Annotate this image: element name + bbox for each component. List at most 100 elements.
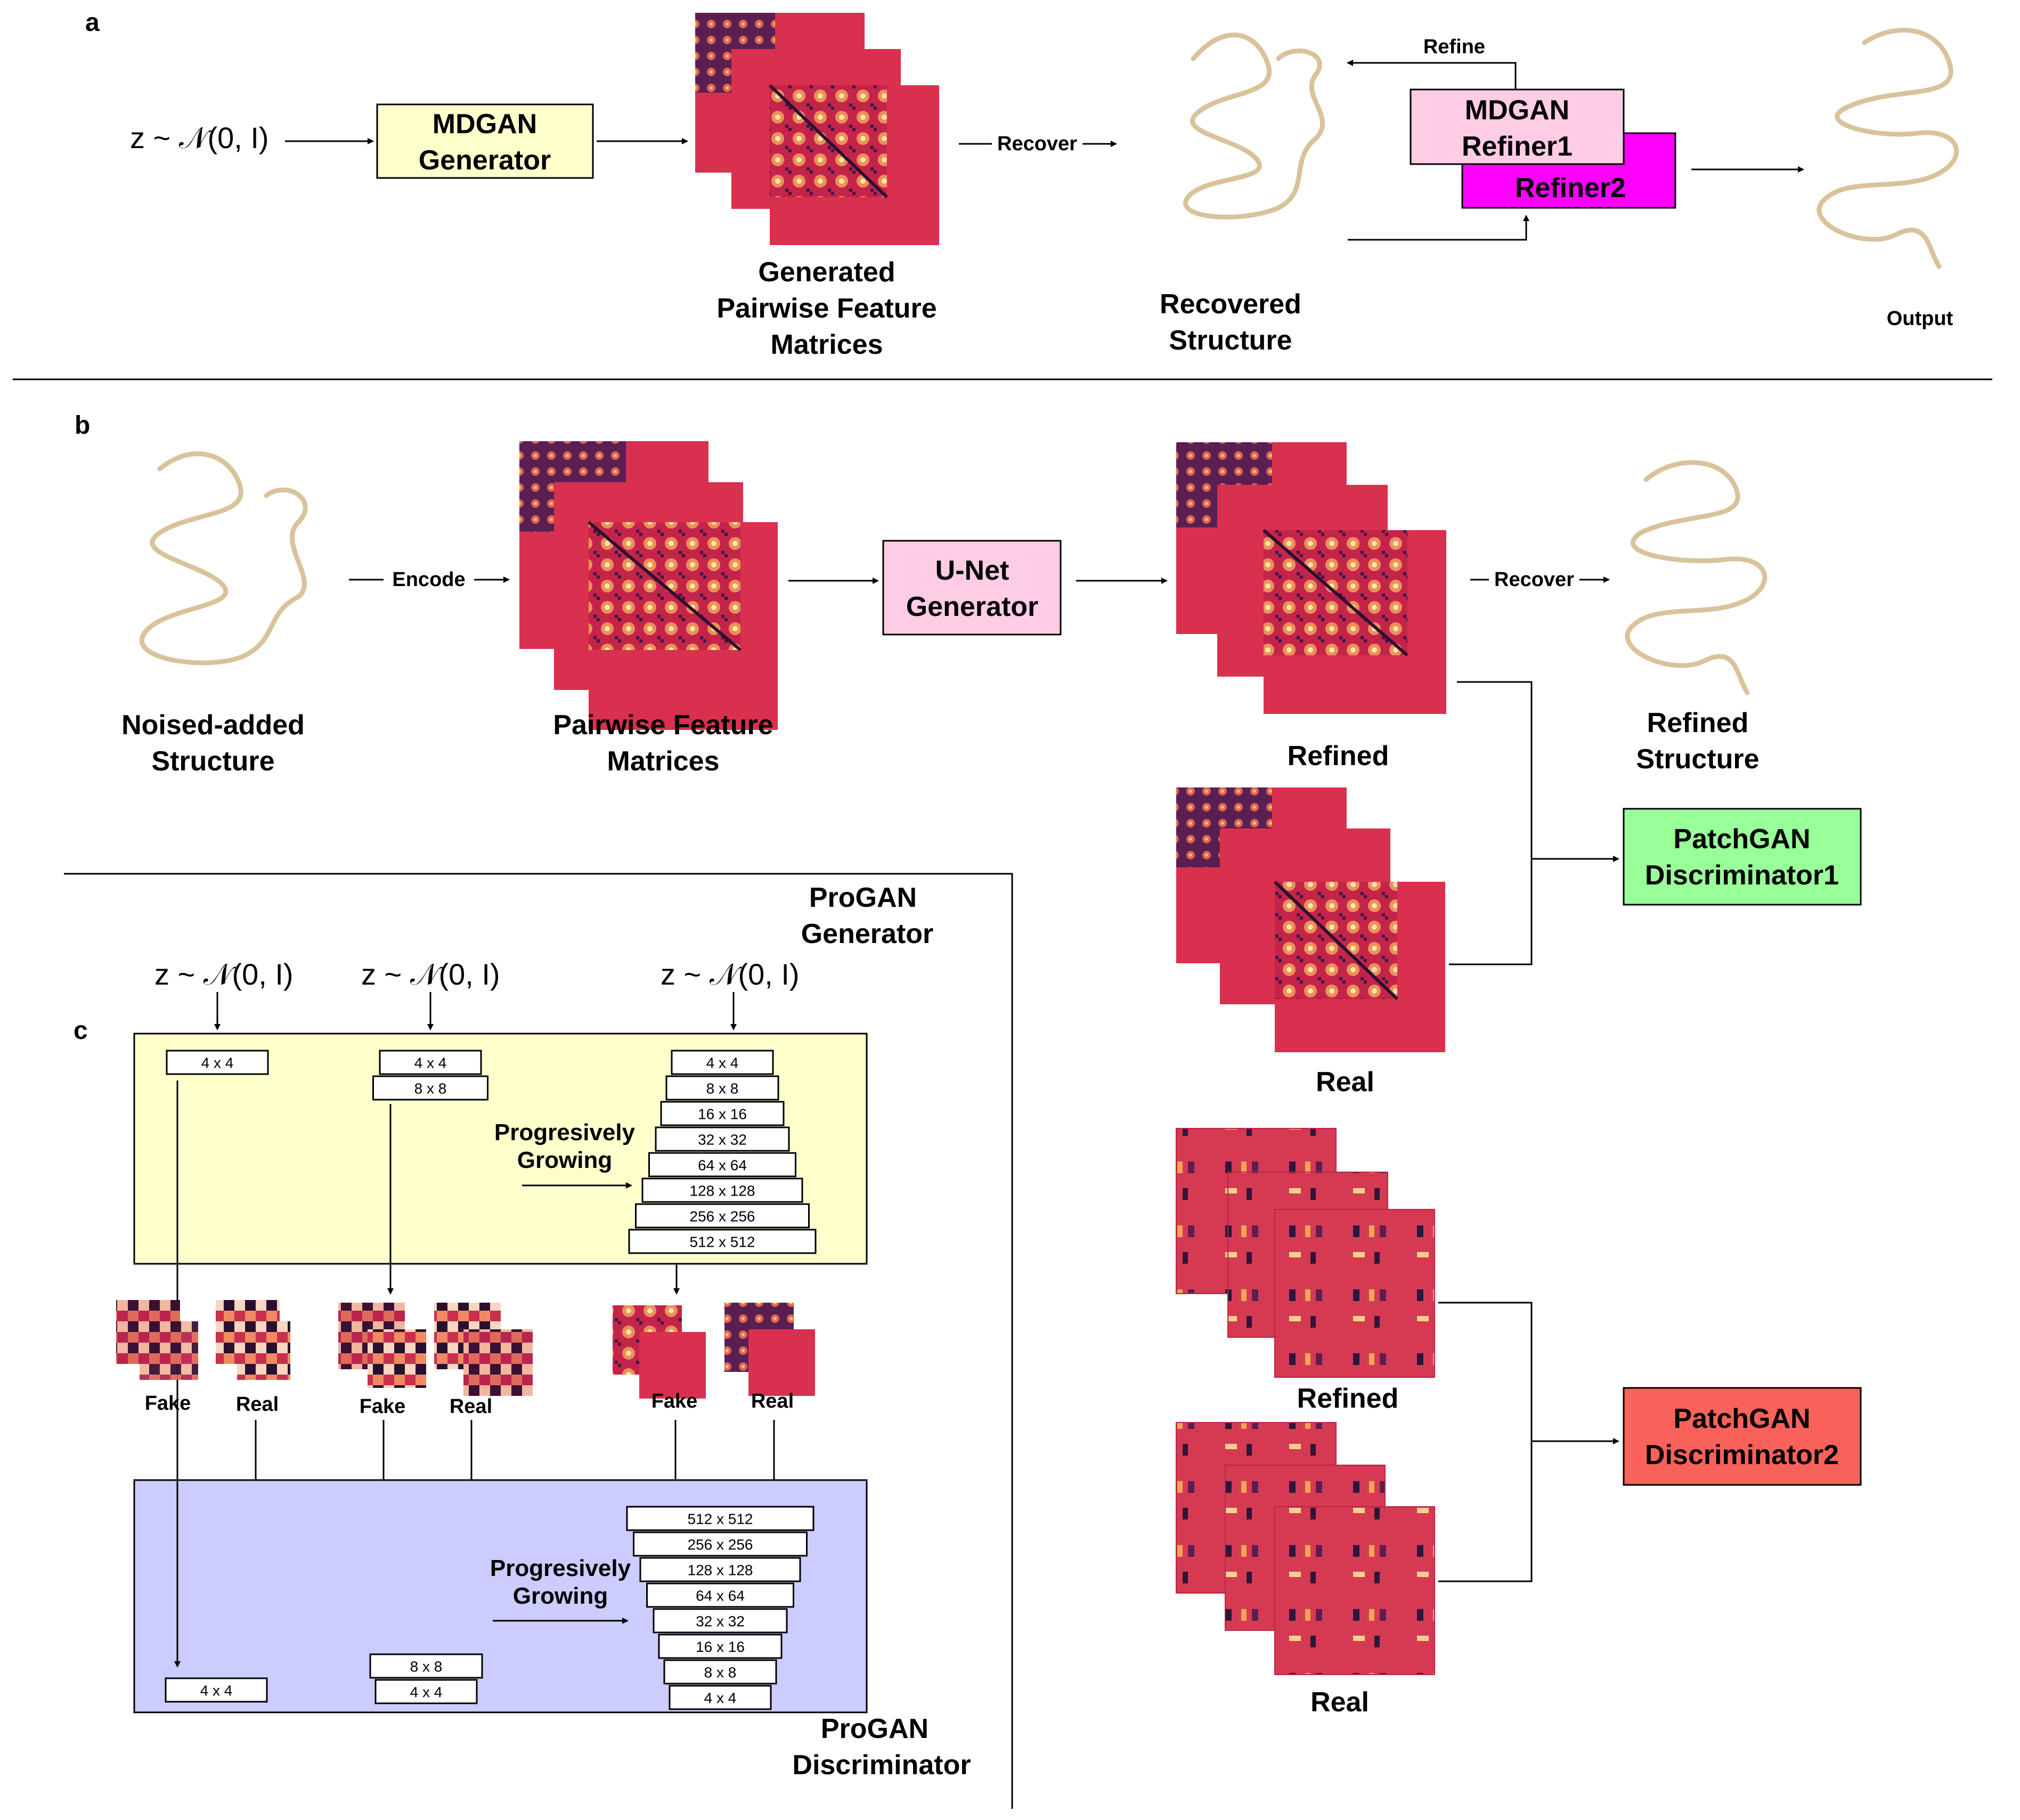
layer-box xyxy=(646,1582,794,1608)
layer-box xyxy=(165,1677,268,1703)
generated-caption-3: Matrices xyxy=(771,329,883,360)
layer-box xyxy=(658,1634,783,1659)
patchgan2-line2: Discriminator2 xyxy=(1645,1440,1839,1470)
layer-box xyxy=(369,1653,483,1679)
encode-label: Encode xyxy=(392,568,465,591)
refined-structure-caption-2: Structure xyxy=(1636,744,1759,775)
layer-size-label: 8 x 8 xyxy=(706,1080,739,1097)
layer-box xyxy=(660,1101,785,1126)
layer-size-label: 16 x 16 xyxy=(698,1106,747,1123)
mdgan-generator-line1: MDGAN xyxy=(433,109,537,140)
connector-to-patchgan1 xyxy=(1449,681,1533,965)
patch-refined-front xyxy=(1274,1209,1435,1378)
layer-box xyxy=(166,1050,269,1075)
unet-generator-box xyxy=(882,540,1062,636)
output-structure-ribbon xyxy=(1817,28,1959,269)
patch-refined-stack xyxy=(1176,1128,1435,1378)
layer-box xyxy=(372,1075,488,1101)
layer-size-label: 128 x 128 xyxy=(690,1183,755,1199)
real-1-label: Real xyxy=(236,1393,279,1416)
layer-size-label: 4 x 4 xyxy=(414,1055,447,1071)
layer-box xyxy=(635,1203,810,1229)
layer-size-label: 8 x 8 xyxy=(704,1664,737,1681)
recovered-caption-2: Structure xyxy=(1169,325,1292,356)
layer-box xyxy=(648,1152,796,1177)
layer-size-label: 32 x 32 xyxy=(696,1613,745,1630)
thumb-real-3-b xyxy=(748,1329,815,1396)
layer-box xyxy=(671,1050,774,1075)
arrow-refine-back xyxy=(1347,60,1517,90)
panel-b-label: b xyxy=(75,411,90,440)
unet-line2: Generator xyxy=(906,591,1039,622)
layer-box xyxy=(655,1126,790,1152)
real-2-label: Real xyxy=(450,1395,492,1418)
layer-box xyxy=(669,1685,772,1710)
gen-col2-stack: 4 x 48 x 8 xyxy=(372,1050,488,1101)
layer-size-label: 4 x 4 xyxy=(201,1055,234,1071)
refined-structure-caption-1: Refined xyxy=(1647,708,1749,738)
layer-size-label: 256 x 256 xyxy=(690,1208,755,1225)
refined-label-1: Refined xyxy=(1288,741,1389,771)
arrow-structure-to-refiner xyxy=(1348,215,1529,241)
refine-label: Refine xyxy=(1423,36,1485,58)
progan-z-1: z ~ 𝒩(0, I) xyxy=(154,957,294,991)
pairwise-caption-2: Matrices xyxy=(607,746,720,777)
real-matrices-stack xyxy=(1176,787,1445,1052)
recover-label-bg-b xyxy=(1489,566,1579,592)
thumb-real-2-b xyxy=(463,1329,533,1396)
disc-progressively-1: Progresively xyxy=(490,1555,631,1581)
layer-size-label: 512 x 512 xyxy=(690,1234,755,1250)
layer-box xyxy=(639,1557,801,1582)
layer-size-label: 128 x 128 xyxy=(688,1562,753,1579)
disc-col1-stack: 4 x 4 xyxy=(165,1677,268,1703)
thumb-real-3 xyxy=(724,1303,815,1396)
recover-label-a: Recover xyxy=(997,133,1077,155)
layer-size-label: 4 x 4 xyxy=(706,1055,739,1071)
gen-progressively-1: Progresively xyxy=(494,1119,636,1145)
progan-z-2: z ~ 𝒩(0, I) xyxy=(361,957,500,991)
thumb-fake-3-b xyxy=(639,1332,706,1399)
refiner1-line2: Refiner1 xyxy=(1462,131,1573,162)
refined-matrices-stack xyxy=(1176,442,1446,714)
refiner2-label: Refiner2 xyxy=(1515,173,1626,204)
patchgan1-line2: Discriminator1 xyxy=(1645,860,1839,891)
recovered-structure-ribbon xyxy=(1183,32,1325,220)
thumb-fake-1 xyxy=(116,1300,198,1380)
layer-size-label: 32 x 32 xyxy=(698,1132,747,1148)
noised-caption-2: Structure xyxy=(151,746,274,777)
real-matrix-diagonal xyxy=(1273,880,1399,1001)
progan-disc-title-1: ProGAN xyxy=(821,1713,928,1744)
disc-col2-stack: 8 x 8 4 x 4 xyxy=(369,1653,483,1704)
real-3-label: Real xyxy=(751,1390,794,1412)
noised-caption-1: Noised-added xyxy=(121,710,305,741)
layer-size-label: 4 x 4 xyxy=(410,1684,443,1701)
pairwise-caption-1: Pairwise Feature xyxy=(553,710,773,741)
connector-to-patchgan2 xyxy=(1438,1302,1533,1582)
panel-c-frame xyxy=(64,873,1013,1809)
refiner1-line1: MDGAN xyxy=(1465,95,1569,126)
layer-box xyxy=(379,1050,482,1075)
layer-box xyxy=(641,1177,803,1203)
generated-caption-1: Generated xyxy=(758,257,895,288)
progan-disc-title-2: Discriminator xyxy=(792,1750,971,1781)
panel-b: b Noised-added Structure Encode Pairwise… xyxy=(75,411,1862,1718)
pairwise-matrices-stack xyxy=(519,441,778,730)
real-label-1: Real xyxy=(1316,1067,1374,1098)
layer-size-label: 8 x 8 xyxy=(410,1659,443,1675)
patchgan1-line1: PatchGAN xyxy=(1673,824,1810,855)
layer-size-label: 64 x 64 xyxy=(696,1588,745,1604)
generated-matrices-stack xyxy=(695,13,939,245)
generated-caption-2: Pairwise Feature xyxy=(716,293,936,324)
real-label-2: Real xyxy=(1310,1687,1369,1718)
refined-structure-ribbon xyxy=(1625,460,1768,695)
encode-label-bg xyxy=(384,566,474,592)
layer-box xyxy=(374,1679,478,1704)
layer-box xyxy=(628,1229,817,1254)
fake-2-label: Fake xyxy=(360,1395,406,1418)
thumb-fake-2 xyxy=(338,1303,426,1388)
output-caption: Output xyxy=(1887,307,1953,330)
panel-a: a z ~ 𝒩(0, I) MDGAN Generator Generated … xyxy=(85,9,1959,360)
layer-box xyxy=(626,1506,814,1531)
